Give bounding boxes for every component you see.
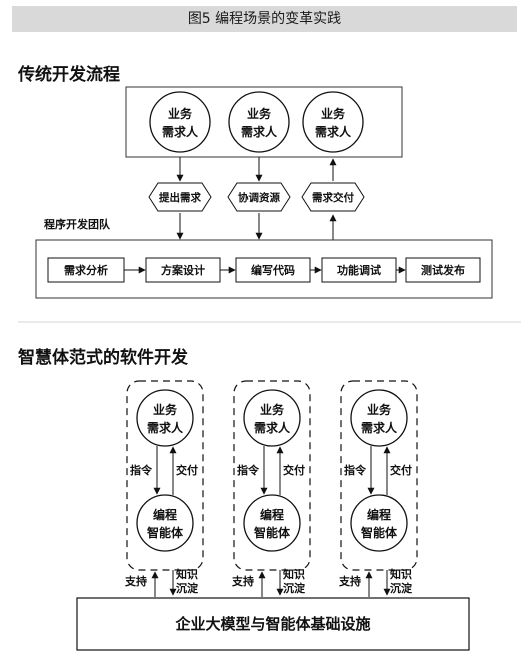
process-step-label: 功能调试: [337, 263, 381, 277]
agent-unit-dashed-box: [233, 380, 311, 571]
knowledge-label-line2: 沉淀: [283, 581, 306, 595]
requester-circle: [350, 389, 408, 447]
agent-line1: 编程: [259, 507, 284, 522]
agent-unit-dashed-box: [126, 380, 204, 571]
requester-line1: 业务: [321, 106, 346, 121]
process-step-label: 方案设计: [161, 263, 205, 277]
knowledge-label-line1: 知识: [175, 567, 198, 581]
handoff-node: 需求交付: [301, 182, 365, 212]
requester-circle: [302, 91, 364, 153]
knowledge-label-line1: 知识: [282, 567, 305, 581]
requester-line2: 需求人: [162, 124, 199, 139]
process-step-box: [47, 257, 125, 283]
instruction-label: 指令: [344, 463, 367, 477]
process-step-box: [235, 257, 311, 283]
requester-line2: 需求人: [147, 420, 184, 435]
support-label: 支持: [124, 574, 147, 588]
requester-line2: 需求人: [254, 420, 291, 435]
process-step: 需求分析: [47, 257, 125, 283]
requester-group-box: [125, 86, 403, 158]
requester-node: 业务 需求人: [302, 91, 364, 153]
process-step: 编写代码: [235, 257, 311, 283]
handoff-shape: [148, 182, 212, 212]
requester-node: 业务 需求人: [149, 91, 211, 153]
handoff-label: 协调资源: [238, 191, 280, 204]
requester-line2: 需求人: [241, 124, 278, 139]
knowledge-label-line2: 沉淀: [390, 581, 413, 595]
delivery-label: 交付: [283, 463, 305, 477]
team-box: [35, 239, 493, 299]
process-step: 功能调试: [321, 257, 397, 283]
delivery-label: 交付: [390, 463, 412, 477]
agent-line2: 智能体: [360, 525, 398, 540]
support-label: 支持: [231, 574, 254, 588]
handoff-node: 提出需求: [148, 182, 212, 212]
agent-unit: 业务 需求人 编程 智能体 指令 交付: [233, 380, 311, 571]
requester-line1: 业务: [168, 106, 193, 121]
agent-unit: 业务 需求人 编程 智能体 指令 交付: [126, 380, 204, 571]
requester-circle: [228, 91, 290, 153]
requester-line1: 业务: [153, 402, 178, 417]
agent-circle: [136, 494, 194, 552]
agent-unit-dashed-box: [340, 380, 418, 571]
knowledge-label-line2: 沉淀: [176, 581, 199, 595]
agent-circle: [350, 494, 408, 552]
knowledge-label-line1: 知识: [389, 567, 412, 581]
requester-node: 业务 需求人: [228, 91, 290, 153]
infrastructure-box: [76, 597, 470, 651]
requester-line1: 业务: [247, 106, 272, 121]
agentic-section-title: 智慧体范式的软件开发: [18, 348, 188, 368]
agent-line1: 编程: [366, 507, 391, 522]
process-step-box: [405, 257, 481, 283]
agent-line2: 智能体: [146, 525, 184, 540]
handoff-shape: [227, 182, 291, 212]
process-step-label: 测试发布: [421, 263, 465, 277]
team-label: 程序开发团队: [44, 218, 110, 231]
process-step: 测试发布: [405, 257, 481, 283]
instruction-label: 指令: [130, 463, 153, 477]
process-step-box: [145, 257, 221, 283]
delivery-label: 交付: [176, 463, 198, 477]
infrastructure-label: 企业大模型与智能体基础设施: [174, 615, 370, 633]
traditional-section-title: 传统开发流程: [18, 65, 120, 85]
handoff-node: 协调资源: [227, 182, 291, 212]
requester-circle: [149, 91, 211, 153]
process-step: 方案设计: [145, 257, 221, 283]
requester-circle: [136, 389, 194, 447]
handoff-shape: [301, 182, 365, 212]
agent-line2: 智能体: [253, 525, 291, 540]
requester-line2: 需求人: [315, 124, 352, 139]
agent-line1: 编程: [152, 507, 177, 522]
process-step-label: 编写代码: [251, 263, 295, 277]
handoff-label: 需求交付: [312, 191, 354, 204]
support-label: 支持: [338, 574, 361, 588]
requester-line2: 需求人: [361, 420, 398, 435]
requester-line1: 业务: [367, 402, 392, 417]
agent-unit: 业务 需求人 编程 智能体 指令 交付: [340, 380, 418, 571]
instruction-label: 指令: [237, 463, 260, 477]
agent-circle: [243, 494, 301, 552]
requester-circle: [243, 389, 301, 447]
handoff-label: 提出需求: [159, 191, 201, 204]
figure-title: 图5 编程场景的变革实践: [12, 6, 517, 32]
requester-line1: 业务: [260, 402, 285, 417]
process-step-label: 需求分析: [64, 263, 108, 277]
